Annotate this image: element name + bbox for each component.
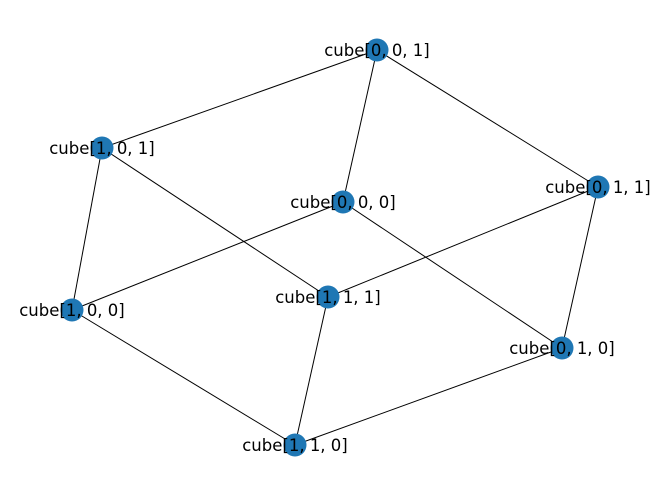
graph-edge-010-110 <box>294 347 563 446</box>
graph-node-0-1-0 <box>550 336 574 360</box>
graph-edge-011-111 <box>327 186 599 298</box>
node-label-0-1-1: cube[0, 1, 1] <box>545 178 651 197</box>
graph-node-1-0-0 <box>60 298 84 322</box>
node-label-1-1-0: cube[1, 1, 0] <box>242 436 348 455</box>
graph-node-0-0-1 <box>365 38 389 62</box>
graph-edge-100-110 <box>71 309 296 446</box>
node-label-1-0-1: cube[1, 0, 1] <box>49 139 155 158</box>
graph-edge-000-010 <box>342 201 563 349</box>
graph-node-1-1-1 <box>316 285 340 309</box>
nodes-layer <box>60 38 610 457</box>
graph-edge-101-100 <box>71 147 103 311</box>
graph-node-0-0-0 <box>331 190 355 214</box>
graph-edge-001-011 <box>376 49 599 188</box>
graph-edge-001-000 <box>342 49 378 203</box>
graph-edge-001-101 <box>101 49 378 149</box>
graph-node-1-0-1 <box>90 136 114 160</box>
node-label-0-1-0: cube[0, 1, 0] <box>509 339 615 358</box>
graph-edge-000-100 <box>71 201 344 311</box>
labels-layer: cube[0, 0, 1] cube[1, 0, 1] cube[0, 1, 1] c… <box>19 41 651 455</box>
graph-edge-111-110 <box>294 296 329 446</box>
graph-node-0-1-1 <box>586 175 610 199</box>
node-label-0-0-1: cube[0, 0, 1] <box>324 41 430 60</box>
graph-edge-011-010 <box>561 186 599 349</box>
graph-edge-101-111 <box>101 147 329 298</box>
node-label-0-0-0: cube[0, 0, 0] <box>290 193 396 212</box>
node-label-1-0-0: cube[1, 0, 0] <box>19 301 125 320</box>
graph-node-1-1-0 <box>283 433 307 457</box>
node-label-1-1-1: cube[1, 1, 1] <box>275 288 381 307</box>
edges-layer <box>71 49 599 446</box>
